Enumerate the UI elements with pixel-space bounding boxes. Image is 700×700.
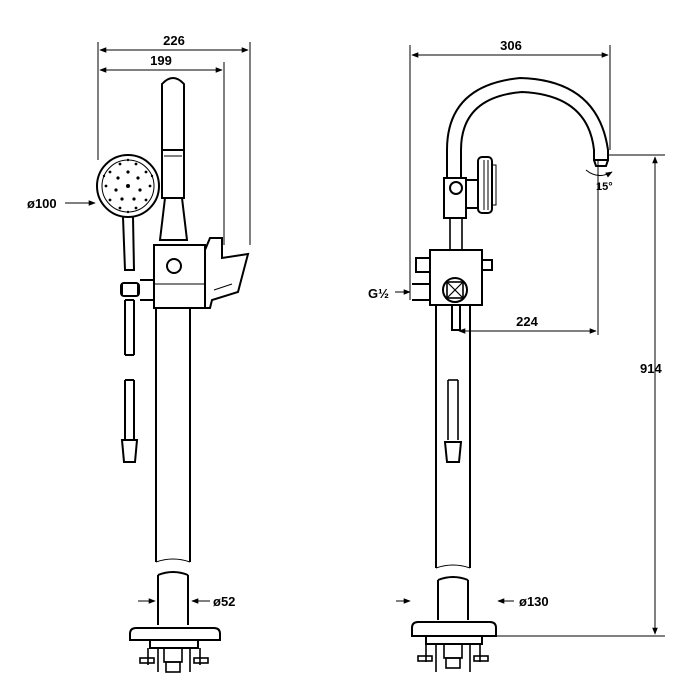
dim-label-224: 224 — [516, 314, 538, 329]
dim-label-connection: G½ — [368, 286, 389, 301]
lever-handle — [204, 237, 250, 309]
dim-label-914: 914 — [640, 361, 662, 376]
shower-head — [96, 154, 160, 218]
spout — [446, 76, 609, 180]
shower-head-side — [477, 156, 493, 214]
main-pipe — [155, 308, 191, 562]
main-pipe-right — [435, 305, 471, 568]
shower-nozzles — [102, 158, 154, 214]
dim-label-shower-diameter: ø100 — [27, 196, 57, 211]
right-view — [395, 45, 665, 672]
dim-label-angle: 15° — [596, 181, 613, 193]
dim-label-306: 306 — [500, 38, 522, 53]
dim-label-199: 199 — [150, 53, 172, 68]
base-plate — [129, 627, 221, 641]
dim-label-base-diameter: ø130 — [519, 594, 549, 609]
diverter-tube — [161, 149, 185, 199]
mixer-body — [153, 244, 206, 309]
left-view — [65, 42, 251, 673]
shower-handle — [122, 216, 136, 271]
base-plate-right — [411, 621, 497, 637]
dim-label-pipe-diameter: ø52 — [213, 594, 235, 609]
dim-label-226: 226 — [163, 33, 185, 48]
